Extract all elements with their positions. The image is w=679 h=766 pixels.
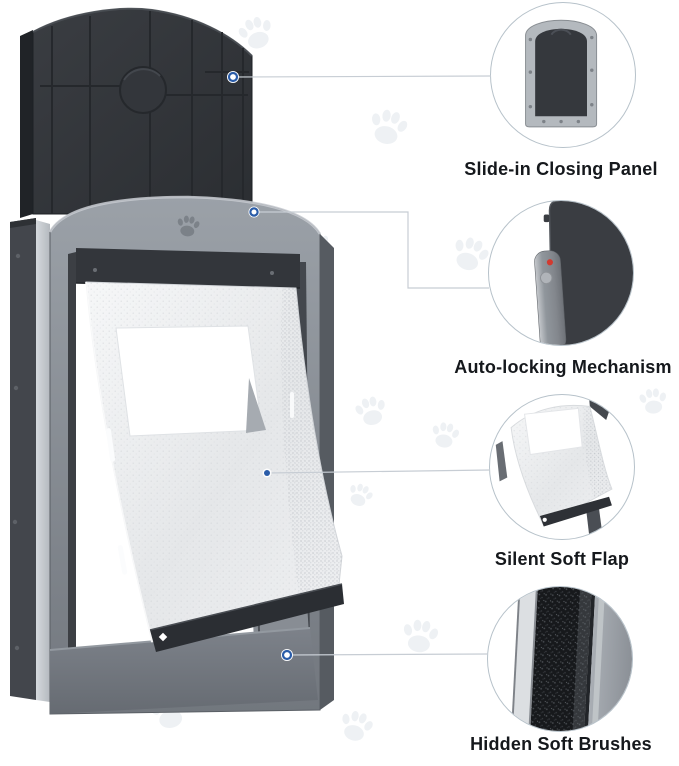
- brush-detail: [510, 587, 632, 731]
- flap-bottom-bar: [149, 583, 344, 652]
- soft-flap: [85, 281, 343, 643]
- flap-detail: [495, 395, 615, 539]
- callout-label-soft-brushes: Hidden Soft Brushes: [470, 734, 652, 754]
- callout-image-soft-flap: [489, 394, 635, 540]
- callout-image-auto-lock: [488, 200, 634, 346]
- lock-button: [539, 271, 553, 285]
- paw-watermark-icon: [634, 382, 671, 419]
- callout-image-closing-panel: [490, 2, 636, 148]
- callout-label-soft-flap: Silent Soft Flap: [494, 549, 630, 569]
- callout-label-closing-panel: Slide-in Closing Panel: [464, 159, 658, 179]
- mini-door-with-panel: [525, 19, 598, 128]
- closing-panel: [20, 7, 253, 218]
- callout-label-auto-lock: Auto-locking Mechanism: [454, 357, 672, 377]
- callout-image-soft-brushes: [487, 586, 633, 732]
- lock-detail: [534, 201, 633, 345]
- door-side-rail: [10, 218, 50, 702]
- flap-window: [115, 325, 263, 437]
- lock-indicator-dot: [546, 259, 554, 266]
- pet-door-illustration: [10, 7, 344, 715]
